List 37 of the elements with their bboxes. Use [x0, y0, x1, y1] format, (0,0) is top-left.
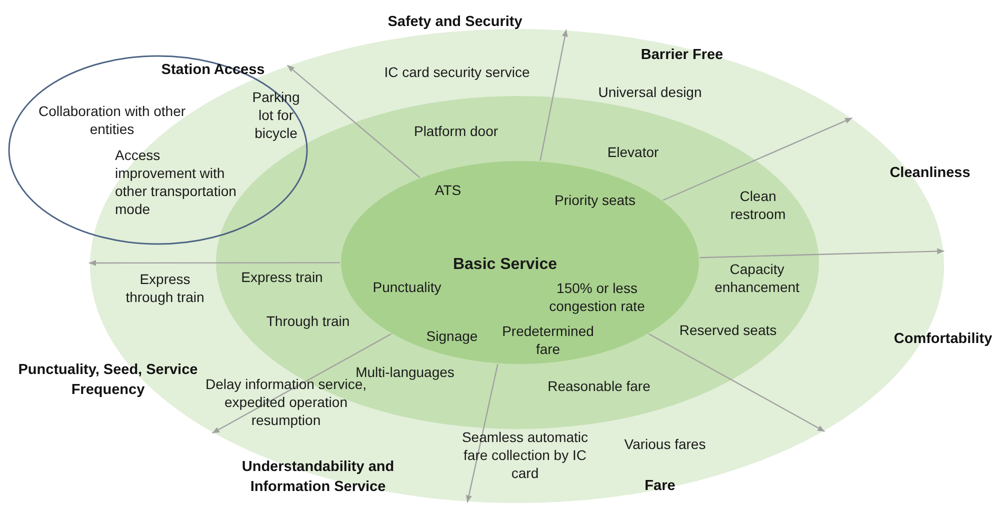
- arrow: [89, 260, 340, 266]
- category-label: Cleanliness: [890, 164, 970, 183]
- service-item: Clean restroom: [729, 187, 787, 223]
- service-item: Platform door: [414, 122, 498, 140]
- service-item: Access improvement with other transportation mode: [115, 146, 238, 218]
- arrow: [286, 64, 420, 178]
- service-item: Through train: [266, 312, 350, 330]
- service-item: Express through train: [124, 270, 206, 306]
- service-item: ATS: [434, 181, 462, 199]
- service-item: Signage: [426, 327, 478, 345]
- service-item: IC card security service: [384, 63, 530, 81]
- category-label: Understandability and Information Service: [240, 458, 396, 497]
- service-item: Priority seats: [554, 191, 636, 209]
- service-item: 150% or less congestion rate: [548, 279, 646, 315]
- category-label: Barrier Free: [640, 46, 724, 65]
- service-item: Capacity enhancement: [714, 260, 800, 296]
- core-heading: Basic Service: [452, 256, 558, 274]
- service-item: Various fares: [624, 435, 706, 453]
- arrow: [700, 248, 944, 258]
- arrow: [662, 117, 852, 201]
- service-item: Collaboration with other entities: [37, 102, 187, 138]
- arrow: [212, 334, 392, 434]
- category-label: Fare: [644, 477, 676, 496]
- service-item: Universal design: [598, 83, 702, 101]
- arrow: [466, 364, 498, 503]
- category-label: Punctuality, Seed, Service Frequency: [17, 361, 199, 400]
- service-item: Express train: [241, 268, 323, 286]
- category-label: Safety and Security: [388, 13, 522, 32]
- service-item: Elevator: [607, 143, 659, 161]
- arrow: [648, 334, 825, 432]
- service-item: Predetermined fare: [501, 322, 595, 358]
- service-item: Punctuality: [372, 278, 442, 296]
- service-item: Reserved seats: [679, 321, 777, 339]
- category-label: Comfortability: [894, 330, 992, 349]
- arrow: [540, 29, 568, 161]
- service-item: Seamless automatic fare collection by IC card: [460, 428, 590, 482]
- service-item: Reasonable fare: [548, 377, 650, 395]
